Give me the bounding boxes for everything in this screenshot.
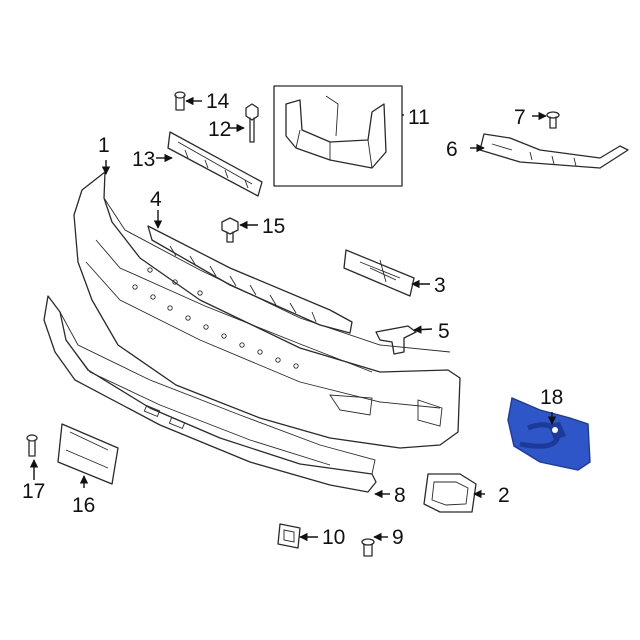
nut-15-part [221, 217, 239, 243]
reinforcement-strip-part [147, 225, 353, 334]
side-bracket-part [479, 133, 629, 169]
callout-18: 18 [540, 386, 563, 409]
callout-3: 3 [434, 274, 446, 297]
bolt-17-part [26, 434, 38, 457]
leader-lines [29, 96, 557, 542]
callout-4: 4 [150, 188, 162, 211]
callout-8: 8 [394, 484, 406, 507]
callout-7: 7 [514, 106, 526, 129]
callout-1: 1 [98, 134, 110, 157]
pin-9-part [361, 538, 375, 557]
push-pin-part [546, 111, 560, 129]
callout-6: 6 [446, 138, 458, 161]
callout-labels: 1 2 3 4 5 6 7 8 9 10 11 12 13 14 15 16 1… [22, 90, 563, 549]
callout-2: 2 [498, 484, 510, 507]
callout-11: 11 [408, 106, 430, 129]
screw-14-part [174, 91, 186, 111]
bumper-holes [132, 267, 299, 369]
callout-13: 13 [132, 148, 155, 171]
callout-12: 12 [208, 118, 231, 141]
callout-16: 16 [72, 494, 95, 517]
bezel-2-part [423, 473, 477, 513]
bumper-cover-part [73, 171, 461, 449]
callout-9: 9 [392, 526, 404, 549]
bolt-12-part [245, 103, 259, 143]
callout-17: 17 [22, 480, 45, 503]
lower-valance-part [43, 295, 377, 493]
callout-5: 5 [438, 320, 450, 343]
clip-10-part [277, 523, 301, 549]
radiator-support-box [273, 85, 403, 187]
callout-10: 10 [322, 526, 345, 549]
callout-14: 14 [206, 90, 230, 113]
license-bracket-part [57, 423, 119, 485]
upper-bracket-part [167, 131, 263, 197]
tow-hook-bracket-part [507, 397, 591, 471]
bracket-5-part [375, 325, 417, 355]
callout-15: 15 [262, 215, 285, 238]
bracket-3-part [343, 249, 415, 297]
